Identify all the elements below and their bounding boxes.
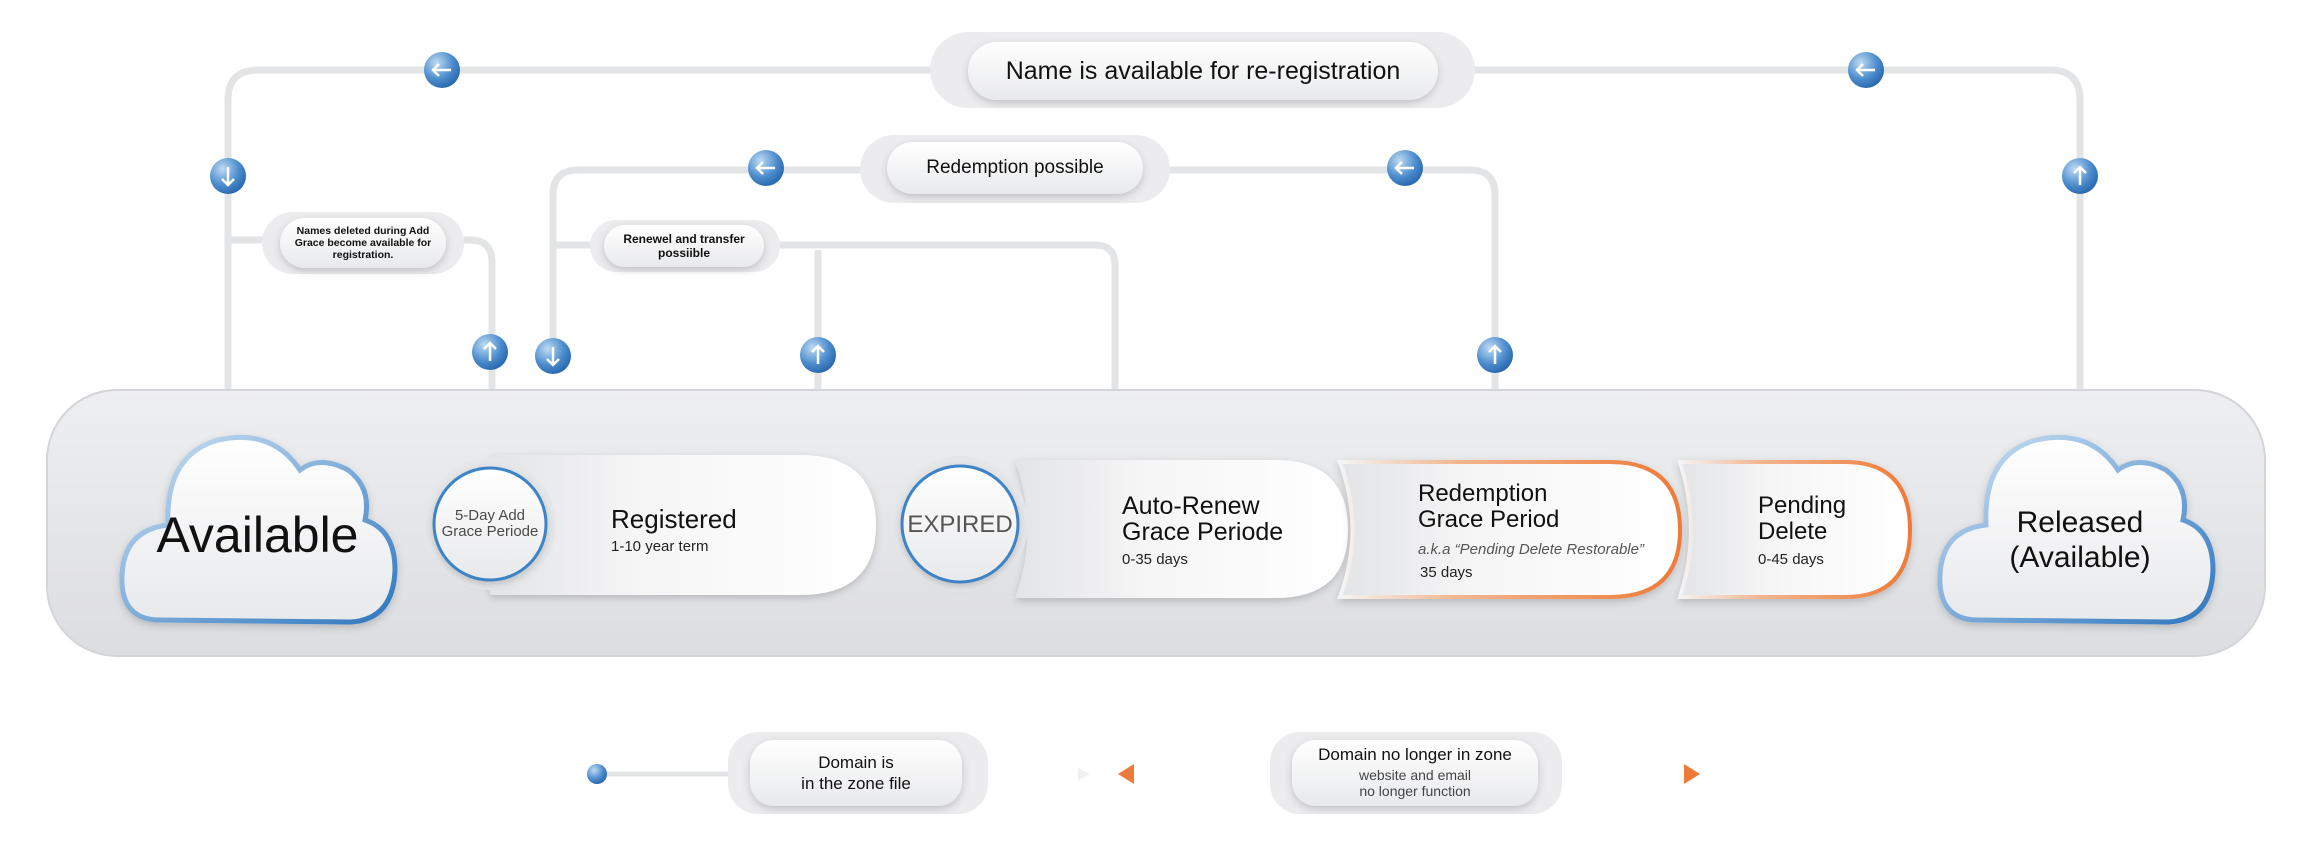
legend-no-zone-sub-1: website and email [1358,767,1472,783]
released-text: Released (Available) [1950,500,2210,580]
arrow-up-icon [800,337,836,373]
redemption-title-1: Redemption [1418,480,1548,507]
redemption-aka: a.k.a “Pending Delete Restorable” [1418,541,1644,558]
arrow-down-icon [210,158,246,194]
arrow-right-icon [1684,764,1700,784]
auto-renew-title-1: Auto-Renew [1122,491,1260,520]
auto-renew-sub: 0-35 days [1122,550,1188,568]
add-grace-circle [432,466,548,582]
arrow-down-icon [535,338,571,374]
released-line-2: (Available) [2009,541,2151,574]
cloud-icon [119,434,398,625]
legend-in-zone-text: Domain is in the zone file [750,740,962,806]
renewal-note-pill [604,225,764,267]
expired-circle [900,464,1020,584]
cloud-icon [1937,434,2216,625]
add-grace-note-pill [280,218,446,268]
pending-delete-stage-shape [1677,460,1913,599]
redemption-title-2: Grace Period [1418,506,1560,533]
arrow-left-icon [1118,764,1134,784]
legend-no-zone-text: Domain no longer in zone website and ema… [1292,740,1538,806]
reregistration-pill [968,42,1438,100]
arrow-up-icon [1477,337,1513,373]
expired-label: EXPIRED [907,511,1013,538]
arrow-left-icon [424,52,460,88]
pending-delete-text: Pending Delete 0-45 days [1758,490,1898,570]
registered-sub: 1-10 year term [611,537,709,555]
pending-delete-title-1: Pending [1758,491,1847,519]
legend-in-zone-pill [750,740,962,806]
legend-no-zone-title: Domain no longer in zone [1318,745,1512,764]
arrow-up-icon [2062,158,2098,194]
auto-renew-text: Auto-Renew Grace Periode 0-35 days [1122,490,1332,570]
add-grace-note-label: Names deleted during Add Grace become av… [294,225,432,261]
redemption-sub: 35 days [1420,564,1473,581]
add-grace-label: 5-Day Add Grace Periode [441,507,539,540]
renewal-note-line [553,241,1119,462]
released-line-1: Released [2016,506,2144,539]
add-grace-note-line [228,236,496,455]
auto-renew-stage-shape [1015,460,1348,598]
arrow-left-icon [1387,150,1423,186]
arrow-left-icon [1848,52,1884,88]
legend-in-zone-line-1: Domain is [818,753,894,772]
registered-text: Registered 1-10 year term [611,500,851,560]
reregistration-label: Name is available for re-registration [1005,56,1401,85]
pending-delete-sub: 0-45 days [1758,550,1824,568]
redemption-possible-label: Redemption possible [926,157,1104,178]
registered-stage-shape [490,455,876,595]
legend-dot [587,764,607,784]
legend-no-zone-sub-2: no longer function [1359,783,1471,799]
legend-no-zone-pill [1292,740,1538,806]
redemption-stage-shape [1337,460,1683,599]
redemption-pill [887,142,1143,194]
auto-renew-title-2: Grace Periode [1122,517,1284,546]
reregistration-loop-line [224,66,2084,415]
pending-delete-title-2: Delete [1758,517,1828,545]
renewal-note-label: Renewel and transfer possiible [623,232,745,260]
available-label: Available [156,507,359,563]
arrow-up-icon [472,334,508,370]
arrow-left-icon [748,150,784,186]
legend-in-zone-line-2: in the zone file [801,774,911,793]
redemption-text: Redemption Grace Period a.k.a “Pending D… [1418,476,1678,586]
registered-title: Registered [611,503,737,534]
